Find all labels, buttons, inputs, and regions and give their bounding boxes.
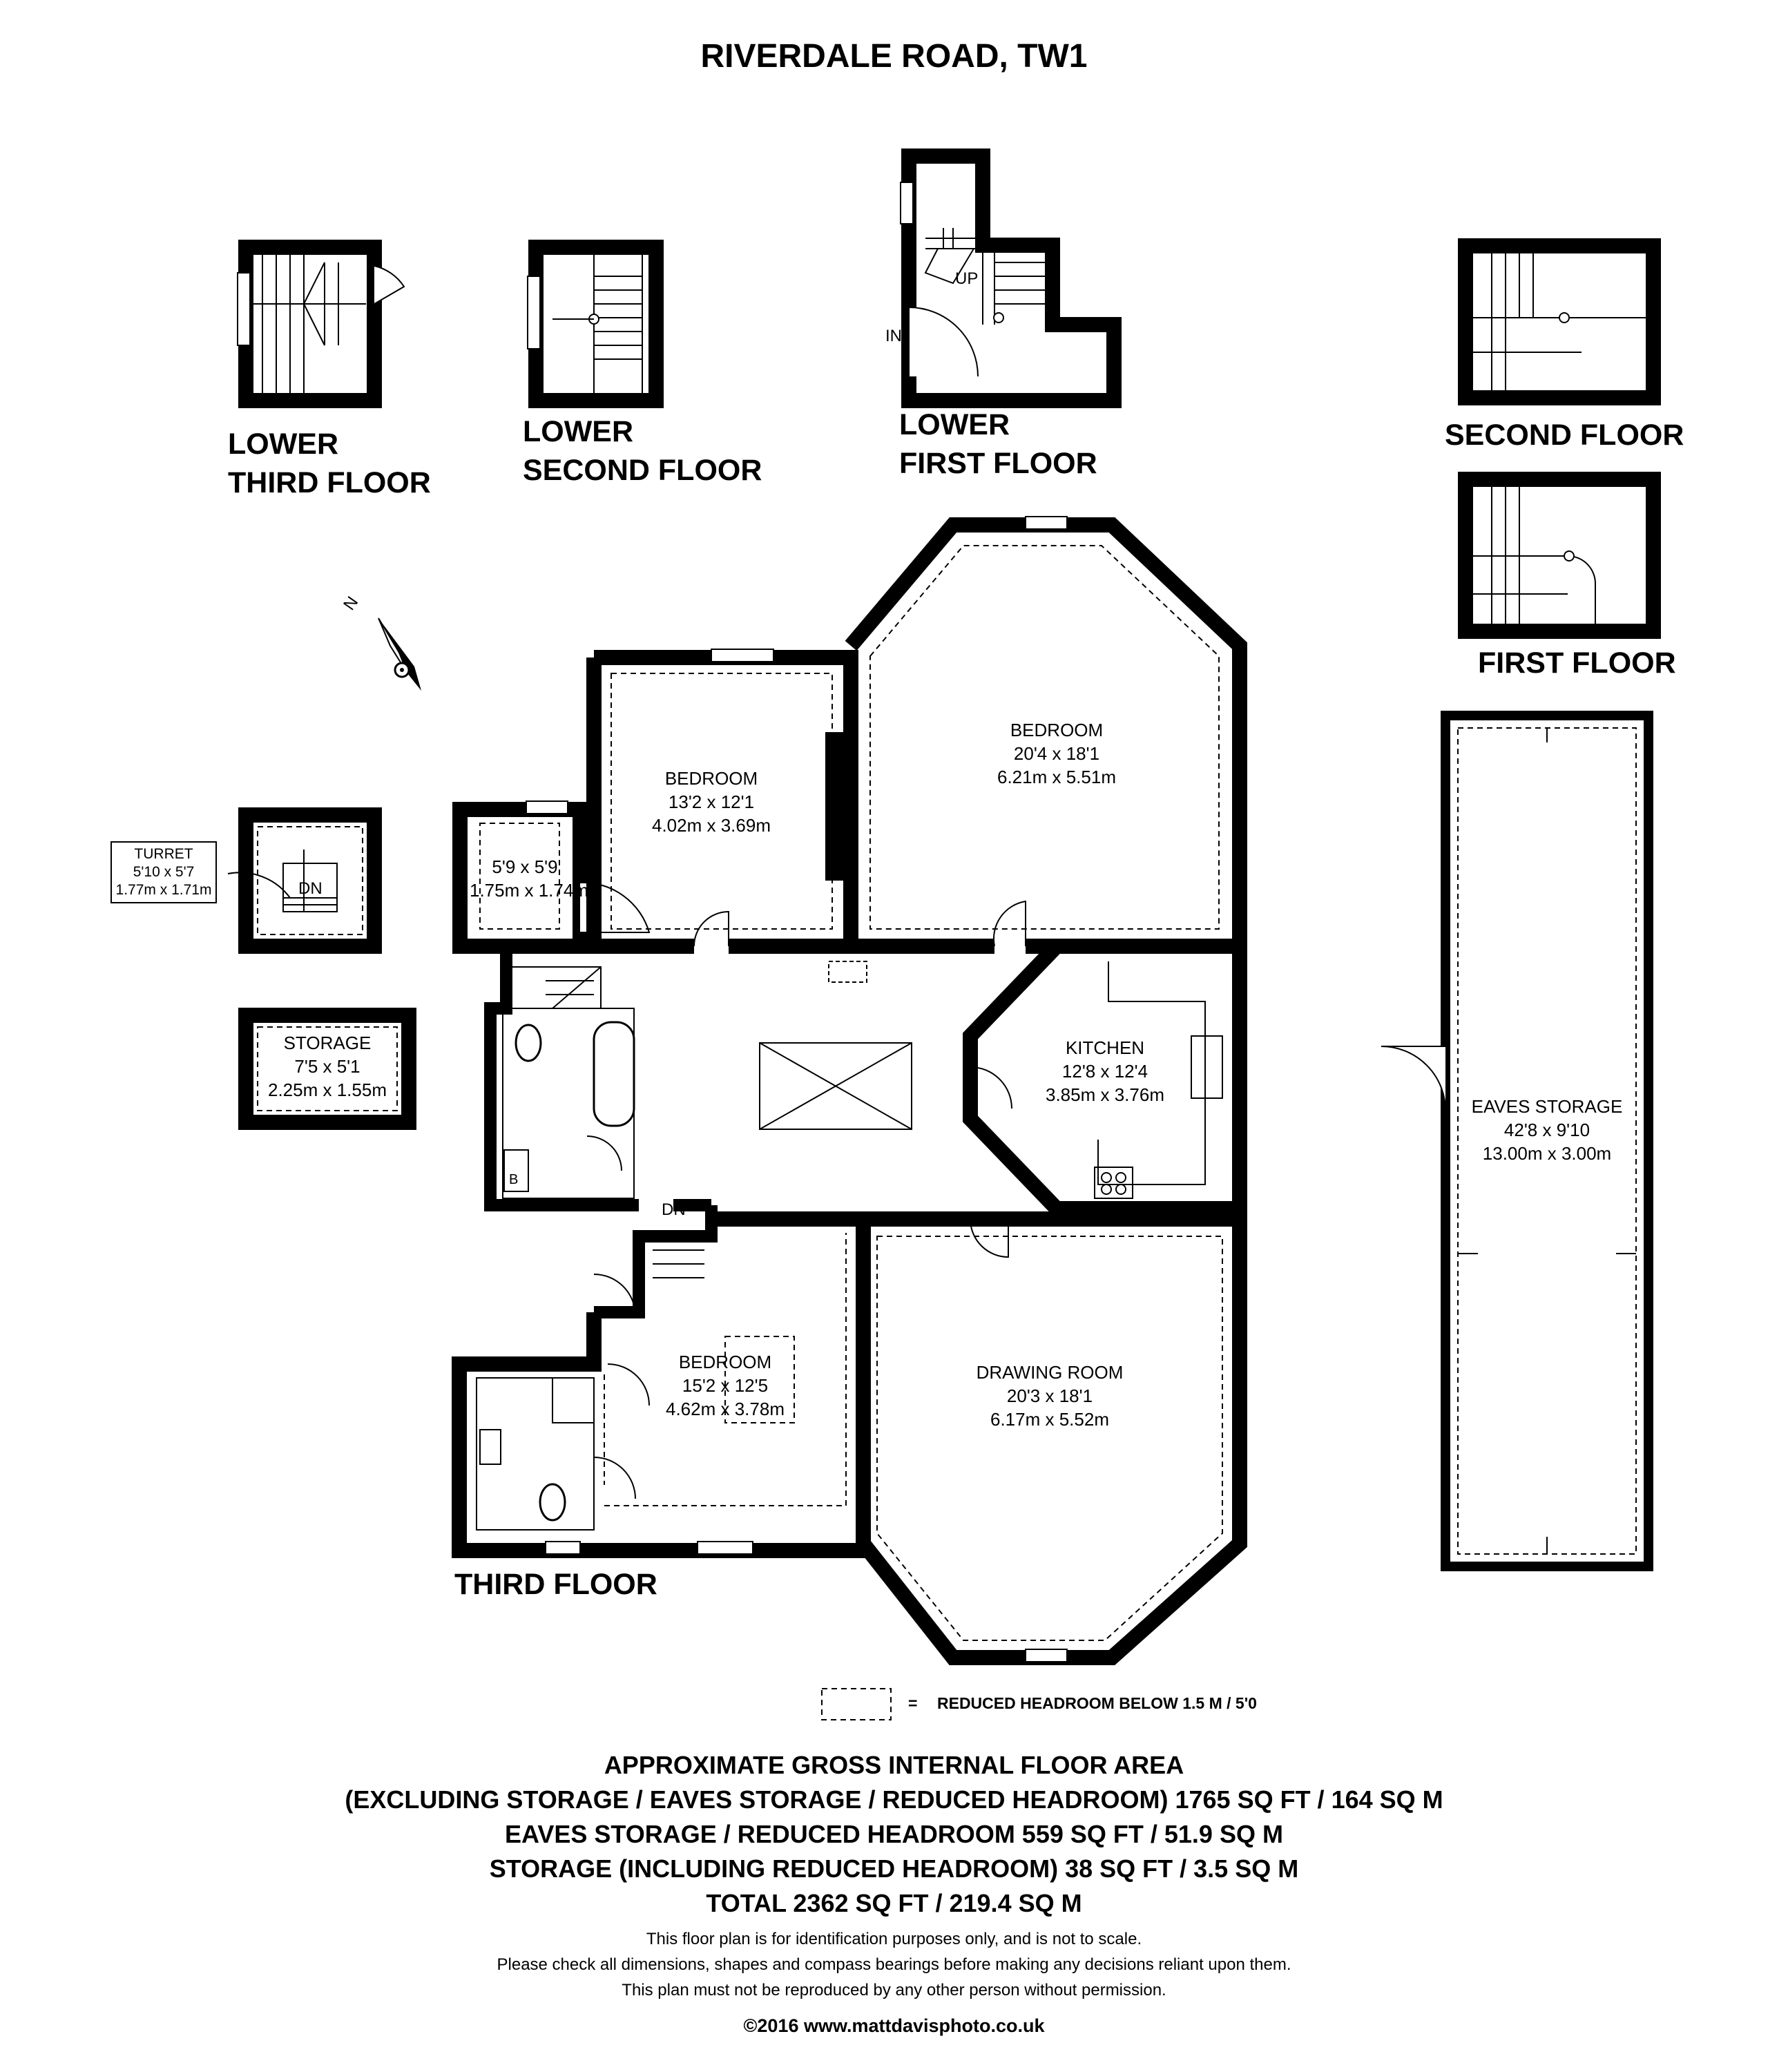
entrance-label: IN — [885, 327, 902, 345]
room-name: STORAGE — [283, 1033, 372, 1053]
third-floor-plan — [452, 516, 1247, 1665]
up-label: UP — [955, 269, 979, 288]
room-label-kitchen: KITCHEN 12'8 x 12'4 3.85m x 3.76m — [1022, 1036, 1188, 1106]
room-name: BEDROOM — [1010, 720, 1104, 740]
area-line-4: STORAGE (INCLUDING REDUCED HEADROOM) 38 … — [489, 1854, 1299, 1883]
floor-label-line: LOWER — [899, 408, 1010, 441]
room-metric: 3.85m x 3.76m — [1046, 1084, 1164, 1105]
room-label-turret: TURRET 5'10 x 5'7 1.77m x 1.71m — [110, 841, 217, 903]
floor-label-line: LOWER — [228, 428, 339, 461]
floor-label-line: SECOND FLOOR — [523, 454, 762, 487]
disclaimer-line-2: Please check all dimensions, shapes and … — [497, 1955, 1291, 1974]
hall-down-label: DN — [662, 1200, 686, 1219]
room-label-bedroom-3: BEDROOM 15'2 x 12'5 4.62m x 3.78m — [635, 1350, 815, 1421]
room-metric: 1.75m x 1.74m — [470, 880, 588, 901]
area-line-5: TOTAL 2362 SQ FT / 219.4 SQ M — [706, 1889, 1082, 1917]
area-line-3: EAVES STORAGE / REDUCED HEADROOM 559 SQ … — [505, 1820, 1283, 1848]
room-name: KITCHEN — [1065, 1037, 1145, 1058]
room-label-drawing-room: DRAWING ROOM 20'3 x 18'1 6.17m x 5.52m — [953, 1361, 1146, 1431]
room-name: BEDROOM — [678, 1352, 772, 1372]
room-imperial: 20'3 x 18'1 — [1006, 1385, 1093, 1406]
disclaimer-line-1: This floor plan is for identification pu… — [646, 1930, 1142, 1948]
key-equals: = — [908, 1694, 918, 1712]
lower-first-floor-plan — [900, 148, 1122, 408]
copyright: ©2016 www.mattdavisphoto.co.uk — [743, 2015, 1045, 2036]
room-metric: 1.77m x 1.71m — [115, 882, 212, 898]
room-imperial: 5'9 x 5'9 — [492, 856, 558, 877]
room-metric: 4.02m x 3.69m — [652, 815, 771, 836]
floor-label-line: THIRD FLOOR — [228, 466, 431, 499]
room-name: TURRET — [134, 846, 193, 862]
floor-label-line: FIRST FLOOR — [899, 447, 1097, 480]
storage-plan — [238, 1008, 416, 1130]
room-imperial: 5'10 x 5'7 — [133, 864, 195, 880]
turret-down-label: DN — [298, 879, 323, 898]
lower-second-floor-plan — [527, 240, 664, 408]
floor-label-second: SECOND FLOOR — [1445, 419, 1684, 452]
room-label-bedroom-1: BEDROOM 13'2 x 12'1 4.02m x 3.69m — [622, 767, 801, 837]
floor-label-line: LOWER — [523, 415, 634, 448]
area-line-1: APPROXIMATE GROSS INTERNAL FLOOR AREA — [604, 1751, 1184, 1779]
room-imperial: 20'4 x 18'1 — [1013, 743, 1100, 764]
reduced-headroom-key-swatch — [821, 1688, 892, 1720]
room-imperial: 7'5 x 5'1 — [294, 1056, 361, 1077]
room-metric: 6.21m x 5.51m — [997, 767, 1116, 787]
floor-label-first: FIRST FLOOR — [1478, 646, 1676, 680]
room-label-small-room: 5'9 x 5'9 1.75m x 1.74m — [470, 855, 588, 902]
floor-label-third: THIRD FLOOR — [454, 1568, 657, 1601]
eaves-storage-plan — [1381, 711, 1653, 1571]
floor-label-lower-first: LOWER FIRST FLOOR — [899, 405, 1097, 483]
room-name: DRAWING ROOM — [976, 1362, 1124, 1383]
room-metric: 4.62m x 3.78m — [666, 1399, 785, 1419]
room-name: EAVES STORAGE — [1471, 1096, 1623, 1117]
second-floor-plan — [1458, 238, 1661, 405]
boiler-label: B — [509, 1172, 519, 1187]
key-text: REDUCED HEADROOM BELOW 1.5 M / 5'0 — [937, 1694, 1257, 1712]
first-floor-plan — [1458, 472, 1661, 639]
compass-icon — [378, 617, 421, 691]
room-metric: 2.25m x 1.55m — [268, 1080, 387, 1100]
floor-label-lower-third: LOWER THIRD FLOOR — [228, 425, 431, 502]
room-metric: 13.00m x 3.00m — [1482, 1143, 1612, 1164]
disclaimer-line-3: This plan must not be reproduced by any … — [622, 1981, 1166, 1999]
room-label-eaves-storage: EAVES STORAGE 42'8 x 9'10 13.00m x 3.00m — [1458, 1095, 1636, 1165]
area-line-2: (EXCLUDING STORAGE / EAVES STORAGE / RED… — [345, 1785, 1443, 1814]
room-imperial: 13'2 x 12'1 — [668, 792, 755, 812]
room-imperial: 42'8 x 9'10 — [1503, 1120, 1590, 1140]
room-name: BEDROOM — [664, 768, 758, 789]
page-title: RIVERDALE ROAD, TW1 — [700, 38, 1088, 75]
lower-third-floor-plan — [237, 240, 405, 408]
room-label-bedroom-2: BEDROOM 20'4 x 18'1 6.21m x 5.51m — [967, 718, 1146, 789]
room-imperial: 12'8 x 12'4 — [1061, 1061, 1148, 1082]
turret-plan — [227, 807, 382, 954]
room-imperial: 15'2 x 12'5 — [682, 1375, 769, 1396]
room-label-storage: STORAGE 7'5 x 5'1 2.25m x 1.55m — [258, 1031, 397, 1102]
floor-label-lower-second: LOWER SECOND FLOOR — [523, 412, 762, 490]
room-metric: 6.17m x 5.52m — [990, 1409, 1109, 1430]
